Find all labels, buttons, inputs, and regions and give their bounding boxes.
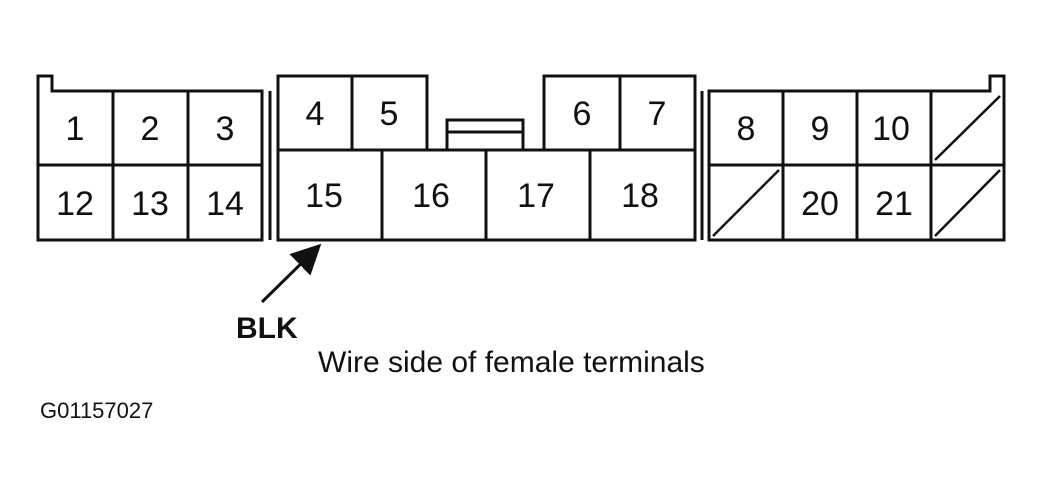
pin-18: 18: [621, 177, 659, 215]
pin-10: 10: [872, 110, 910, 148]
empty-cavity-slash: [712, 169, 780, 237]
empty-cavity-markers: [712, 95, 1001, 237]
diagram-caption: Wire side of female terminals: [318, 346, 705, 379]
pin-1: 1: [66, 110, 85, 148]
left-terminal-block: [36, 74, 264, 242]
pin-labels: 1 2 3 4 5 6 7 8 9 10 12 13 14 15 16 17 1…: [56, 95, 913, 223]
right-terminal-block: [707, 74, 1006, 242]
pin-3: 3: [216, 110, 235, 148]
pin-9: 9: [811, 110, 830, 148]
locking-tab: [445, 118, 525, 152]
empty-cavity-slash: [934, 95, 1001, 161]
pin-16: 16: [412, 177, 450, 215]
pin-4: 4: [306, 95, 325, 133]
pin-8: 8: [737, 110, 756, 148]
figure-id: G01157027: [40, 398, 153, 423]
pin-20: 20: [801, 185, 839, 223]
pin-15: 15: [305, 177, 343, 215]
pin-2: 2: [141, 110, 160, 148]
wire-callout-arrow: [260, 243, 322, 304]
wire-color-label: BLK: [236, 312, 298, 345]
pin-13: 13: [131, 185, 169, 223]
center-terminal-block: [268, 74, 704, 242]
empty-cavity-slash: [934, 169, 1001, 237]
pin-17: 17: [517, 177, 555, 215]
pin-21: 21: [875, 185, 913, 223]
pin-12: 12: [56, 185, 94, 223]
pin-7: 7: [648, 95, 667, 133]
pin-14: 14: [206, 185, 244, 223]
pin-5: 5: [380, 95, 399, 133]
pin-6: 6: [573, 95, 592, 133]
